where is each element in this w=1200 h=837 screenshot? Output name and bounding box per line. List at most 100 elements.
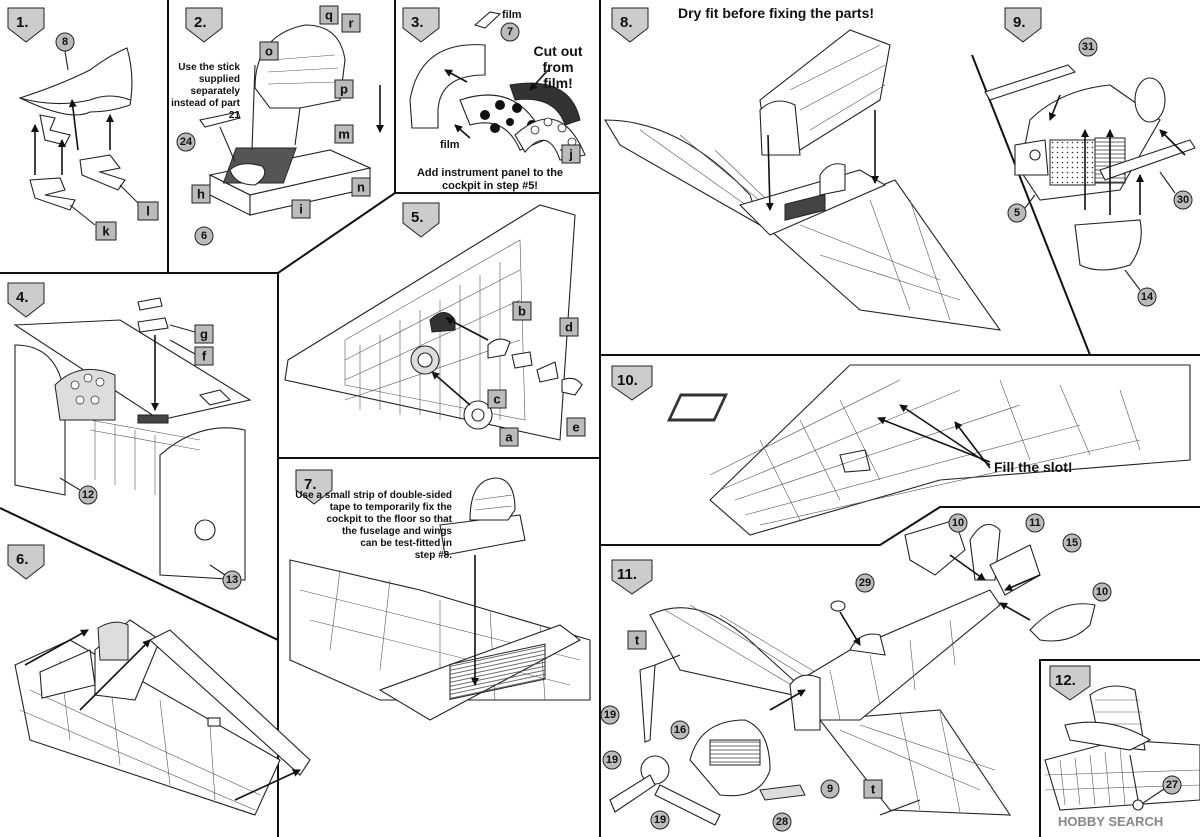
svg-text:30: 30 bbox=[1177, 194, 1189, 206]
step-badge-6: 6. bbox=[7, 544, 45, 580]
svg-text:7: 7 bbox=[507, 26, 513, 38]
svg-text:n: n bbox=[357, 180, 365, 195]
step-3-drawing bbox=[409, 11, 586, 161]
callout-part-f: f bbox=[169, 339, 214, 366]
svg-text:9: 9 bbox=[827, 783, 833, 795]
svg-text:b: b bbox=[518, 304, 526, 319]
step-12-callouts: 27 bbox=[1142, 775, 1182, 804]
callout-part-15: 15 bbox=[1062, 533, 1082, 553]
step-4-callouts: g f 12 13 bbox=[59, 324, 242, 590]
step-7-drawing bbox=[289, 477, 591, 721]
callout-part-24: 24 bbox=[176, 132, 196, 152]
step-badge-9: 9. bbox=[1004, 7, 1042, 43]
watermark: HOBBY SEARCH bbox=[1058, 814, 1163, 829]
callout-part-i: i bbox=[291, 199, 311, 219]
step-badge-5: 5. bbox=[402, 202, 440, 238]
callout-part-14: 14 bbox=[1124, 269, 1157, 307]
svg-text:a: a bbox=[505, 430, 513, 445]
svg-text:o: o bbox=[265, 44, 273, 59]
svg-text:d: d bbox=[565, 320, 573, 335]
svg-text:11: 11 bbox=[1029, 517, 1041, 529]
step-10-note: Fill the slot! bbox=[994, 459, 1073, 475]
callout-part-q: q bbox=[319, 5, 339, 25]
svg-text:Fill the slot!: Fill the slot! bbox=[994, 459, 1073, 475]
callout-part-27: 27 bbox=[1142, 775, 1182, 804]
svg-text:11.: 11. bbox=[617, 566, 637, 583]
svg-text:1.: 1. bbox=[16, 14, 29, 31]
callout-part-g: g bbox=[169, 324, 214, 344]
svg-text:film: film bbox=[440, 139, 460, 151]
callout-part-7: 7 bbox=[500, 22, 520, 42]
svg-text:8.: 8. bbox=[620, 14, 633, 31]
step-4-drawing bbox=[13, 297, 252, 581]
callout-part-6: 6 bbox=[194, 226, 214, 246]
callout-part-o: o bbox=[259, 41, 279, 61]
svg-text:6: 6 bbox=[201, 230, 207, 242]
svg-text:Dry fit before fixing the part: Dry fit before fixing the parts! bbox=[678, 5, 874, 21]
svg-text:27: 27 bbox=[1166, 779, 1178, 791]
svg-text:film: film bbox=[502, 9, 522, 21]
svg-text:19: 19 bbox=[606, 754, 618, 766]
svg-text:9.: 9. bbox=[1013, 14, 1026, 31]
callout-part-l: l bbox=[137, 201, 159, 221]
svg-text:e: e bbox=[572, 420, 579, 435]
svg-text:k: k bbox=[102, 224, 110, 239]
callout-part-t-left: t bbox=[627, 630, 647, 650]
svg-text:g: g bbox=[200, 327, 208, 342]
callout-part-p: p bbox=[334, 79, 354, 99]
svg-text:c: c bbox=[493, 392, 500, 407]
svg-text:7.: 7. bbox=[304, 476, 317, 493]
svg-text:14: 14 bbox=[1141, 291, 1154, 303]
step-3-callouts: 7 j bbox=[500, 22, 581, 164]
svg-text:19: 19 bbox=[604, 709, 616, 721]
step-10-drawing bbox=[666, 364, 1191, 536]
step-5-callouts: b d c e a bbox=[487, 301, 586, 447]
svg-text:29: 29 bbox=[859, 577, 871, 589]
callout-part-k: k bbox=[95, 221, 117, 241]
step-badges: 1. 2. 3. 4. 5. 6. 7. 8. 9. 10. 11. 12. bbox=[7, 7, 1091, 701]
svg-text:4.: 4. bbox=[16, 289, 29, 306]
callout-part-t-bottom: t bbox=[863, 779, 883, 799]
svg-text:16: 16 bbox=[674, 724, 686, 736]
callout-part-10-top: 10 bbox=[948, 513, 968, 533]
step-badge-3: 3. bbox=[402, 7, 440, 43]
svg-text:13: 13 bbox=[226, 574, 238, 586]
svg-text:24: 24 bbox=[180, 136, 193, 148]
step-11-callouts: 10 11 15 10 29 t t 19 16 19 19 28 9 bbox=[600, 513, 1112, 832]
callout-part-r: r bbox=[341, 13, 361, 33]
callout-part-30: 30 bbox=[1159, 171, 1193, 210]
svg-text:p: p bbox=[340, 82, 348, 97]
svg-text:HOBBY SEARCH: HOBBY SEARCH bbox=[1058, 814, 1163, 829]
step-6-drawing bbox=[14, 619, 311, 816]
svg-text:10: 10 bbox=[952, 517, 964, 529]
step-badge-12: 12. bbox=[1049, 665, 1091, 701]
callout-part-10-right: 10 bbox=[1092, 582, 1112, 602]
callout-part-12: 12 bbox=[59, 477, 98, 505]
callout-part-13: 13 bbox=[209, 564, 242, 590]
svg-text:j: j bbox=[568, 147, 573, 162]
step-badge-8: 8. bbox=[611, 7, 649, 43]
callout-part-28: 28 bbox=[772, 812, 792, 832]
step-12-drawing bbox=[1044, 685, 1200, 811]
svg-text:12: 12 bbox=[82, 489, 94, 501]
step-9-callouts: 31 5 30 14 bbox=[1007, 37, 1193, 307]
callout-part-5: 5 bbox=[1007, 194, 1036, 223]
step-1-callouts: 8 l k bbox=[55, 32, 159, 241]
svg-text:19: 19 bbox=[654, 814, 666, 826]
callout-part-j: j bbox=[561, 144, 581, 164]
callout-part-8: 8 bbox=[55, 32, 75, 71]
svg-text:h: h bbox=[197, 187, 205, 202]
svg-text:f: f bbox=[202, 349, 207, 364]
step-badge-10: 10. bbox=[611, 365, 653, 401]
svg-text:3.: 3. bbox=[411, 14, 424, 31]
svg-text:28: 28 bbox=[776, 816, 788, 828]
svg-text:i: i bbox=[299, 202, 303, 217]
callout-part-31: 31 bbox=[1078, 37, 1098, 57]
svg-text:15: 15 bbox=[1066, 537, 1078, 549]
